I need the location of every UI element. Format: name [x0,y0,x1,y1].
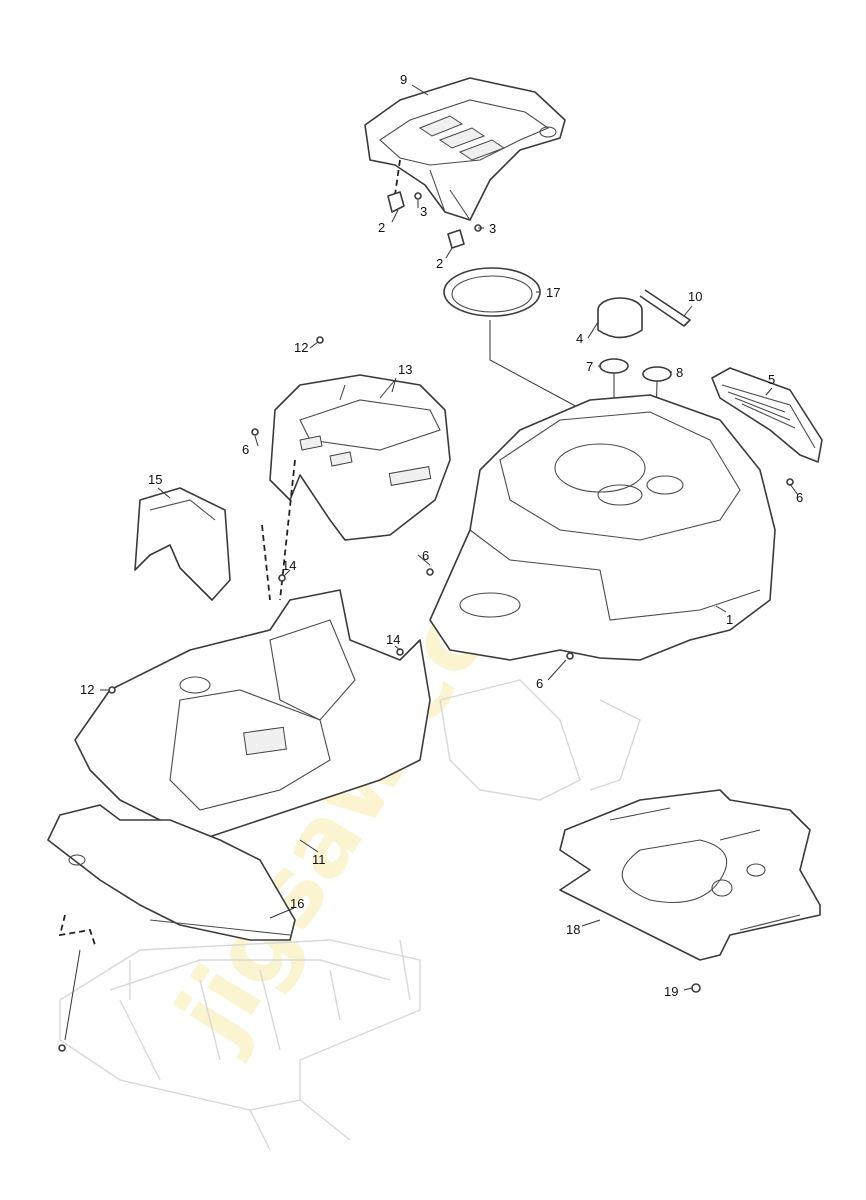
callout-7: 7 [586,359,593,374]
callout-6: 6 [242,442,249,457]
callout-5: 5 [768,372,775,387]
callout-14: 14 [282,558,296,573]
callout-17: 17 [546,285,560,300]
callout-6: 6 [422,548,429,563]
fasteners [58,336,794,1052]
callout-11: 11 [312,852,326,867]
callout-1: 1 [726,612,733,627]
ghost-chassis [59,679,641,1151]
callout-9: 9 [400,72,407,87]
callout-10: 10 [688,289,702,304]
callout-12: 12 [294,340,308,355]
part-13-console [269,374,451,541]
part-1-body [429,394,776,661]
callout-labels: 9 2 3 2 3 17 10 4 7 8 5 6 12 13 6 15 6 1… [80,72,803,999]
part-17-ring [443,267,541,317]
part-9-cover [364,77,566,221]
part-15-cover [134,487,231,601]
callout-8: 8 [676,365,683,380]
part-8-seal [642,366,672,382]
dash-9 [394,159,401,196]
callout-2: 2 [436,256,443,271]
leader-bolt [64,949,81,1041]
callout-16: 16 [290,896,304,911]
part-10-clip [639,289,691,327]
dash-13 [279,459,296,601]
callout-12: 12 [80,682,94,697]
callout-4: 4 [576,331,583,346]
callout-18: 18 [566,922,580,937]
callout-leaders [100,84,799,991]
part-5-grille [711,367,823,463]
dash-13b [261,524,271,601]
callout-13: 13 [398,362,412,377]
callout-15: 15 [148,472,162,487]
callout-3: 3 [420,204,427,219]
part-18-mat [559,789,821,961]
callout-6: 6 [796,490,803,505]
part-2-clip-b [447,224,482,249]
part-4-cap [597,297,643,339]
dash-16 [58,914,96,946]
part-2-clip-a [387,191,422,213]
callout-14: 14 [386,632,400,647]
callout-19: 19 [664,984,678,999]
part-7-seal [599,358,629,374]
part-16-trim [47,804,296,941]
callout-6: 6 [536,676,543,691]
callout-3: 3 [489,221,496,236]
callout-2: 2 [378,220,385,235]
